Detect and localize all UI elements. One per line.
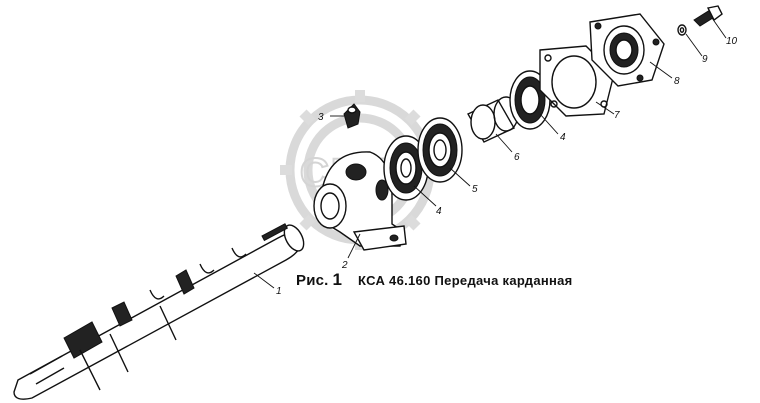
callout-7: 7 (614, 110, 620, 121)
part-6-spacer-sleeve (467, 96, 519, 143)
figure-caption: Рис.1 КСА 46.160 Передача карданная (296, 270, 573, 290)
leader-lines (253, 17, 727, 289)
callout-9: 9 (702, 54, 708, 65)
callout-4-right: 4 (560, 132, 566, 143)
part-5-ball-bearing (417, 117, 463, 183)
callout-4-left: 4 (436, 206, 442, 217)
callout-5: 5 (472, 184, 478, 195)
part-2-bearing-housing (313, 151, 407, 251)
callout-6: 6 (514, 152, 520, 163)
figure-number: 1 (332, 270, 343, 289)
part-8-end-cover (589, 13, 665, 87)
callout-8: 8 (674, 76, 680, 87)
part-1-shaft (13, 223, 305, 400)
part-10-bolt (693, 5, 723, 27)
callout-10: 10 (726, 36, 738, 47)
callout-3: 3 (318, 112, 324, 123)
figure-title: КСА 46.160 Передача карданная (358, 273, 573, 288)
callout-labels: 1 2 3 4 4 5 6 7 8 9 10 (276, 36, 738, 297)
part-3-grease-fitting (343, 103, 361, 129)
callout-1: 1 (276, 286, 282, 297)
figure-label: Рис. (296, 272, 329, 289)
part-9-washer (677, 24, 687, 36)
callout-2: 2 (341, 260, 348, 271)
